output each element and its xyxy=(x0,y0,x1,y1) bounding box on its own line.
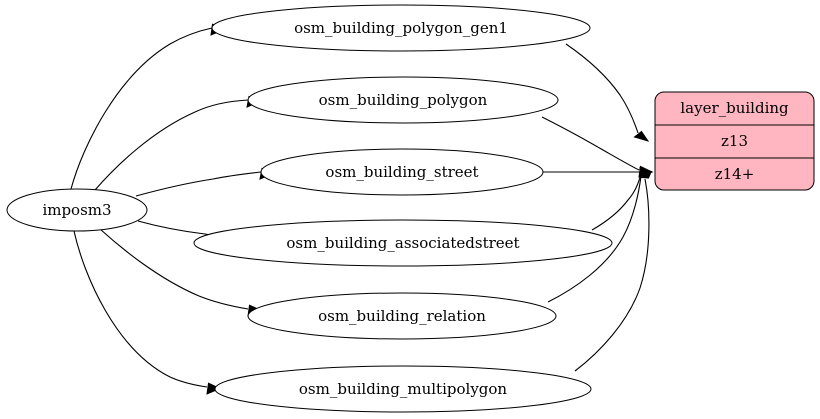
imposm3-ellipse[interactable] xyxy=(6,188,148,232)
osm-building-street-label: osm_building_street xyxy=(325,163,478,181)
osm-building-polygon-label: osm_building_polygon xyxy=(319,91,488,109)
edge-imposm3-to-osm_building_multipolygon xyxy=(73,230,222,395)
edge-osm_building_polygon_gen1-to-layer_building-z13 xyxy=(565,43,650,142)
osm-building-associatedstreet-ellipse[interactable] xyxy=(193,219,613,267)
layer-building-row-z13[interactable]: z13 xyxy=(721,132,748,150)
edge-osm_building_associatedstreet-to-layer_building-z14 xyxy=(591,168,653,231)
edge-imposm3-to-osm_building_polygon xyxy=(94,95,262,191)
node-osm_building_multipolygon[interactable]: osm_building_multipolygon xyxy=(214,365,592,413)
osm-building-relation-label: osm_building_relation xyxy=(318,307,486,325)
layer-building-title: layer_building xyxy=(680,99,789,117)
layer-building-box[interactable] xyxy=(654,91,815,191)
osm-building-polygon-gen1-ellipse[interactable] xyxy=(211,4,591,52)
imposm3-label: imposm3 xyxy=(42,201,111,219)
node-osm_building_polygon_gen1[interactable]: osm_building_polygon_gen1 xyxy=(211,4,591,52)
node-imposm3[interactable]: imposm3 xyxy=(6,188,148,232)
node-osm_building_relation[interactable]: osm_building_relation xyxy=(247,292,557,340)
osm-building-street-ellipse[interactable] xyxy=(260,148,544,196)
osm-building-multipolygon-label: osm_building_multipolygon xyxy=(299,380,508,398)
node-layer_building[interactable]: layer_building z13 z14+ xyxy=(654,91,815,191)
node-osm_building_associatedstreet[interactable]: osm_building_associatedstreet xyxy=(193,219,613,267)
edge-imposm3-to-osm_building_polygon_gen1 xyxy=(70,23,226,190)
osm-building-relation-ellipse[interactable] xyxy=(247,292,557,340)
node-osm_building_street[interactable]: osm_building_street xyxy=(260,148,544,196)
edge-osm_building_multipolygon-to-layer_building-z14 xyxy=(574,170,653,372)
layer-building-row-z14plus[interactable]: z14+ xyxy=(715,165,755,183)
edge-imposm3-to-osm_building_street xyxy=(135,167,275,197)
osm-building-polygon-ellipse[interactable] xyxy=(247,76,559,124)
osm-building-polygon-gen1-label: osm_building_polygon_gen1 xyxy=(294,19,508,37)
node-osm_building_polygon[interactable]: osm_building_polygon xyxy=(247,76,559,124)
osm-building-multipolygon-ellipse[interactable] xyxy=(214,365,592,413)
osm-building-associatedstreet-label: osm_building_associatedstreet xyxy=(286,234,519,252)
